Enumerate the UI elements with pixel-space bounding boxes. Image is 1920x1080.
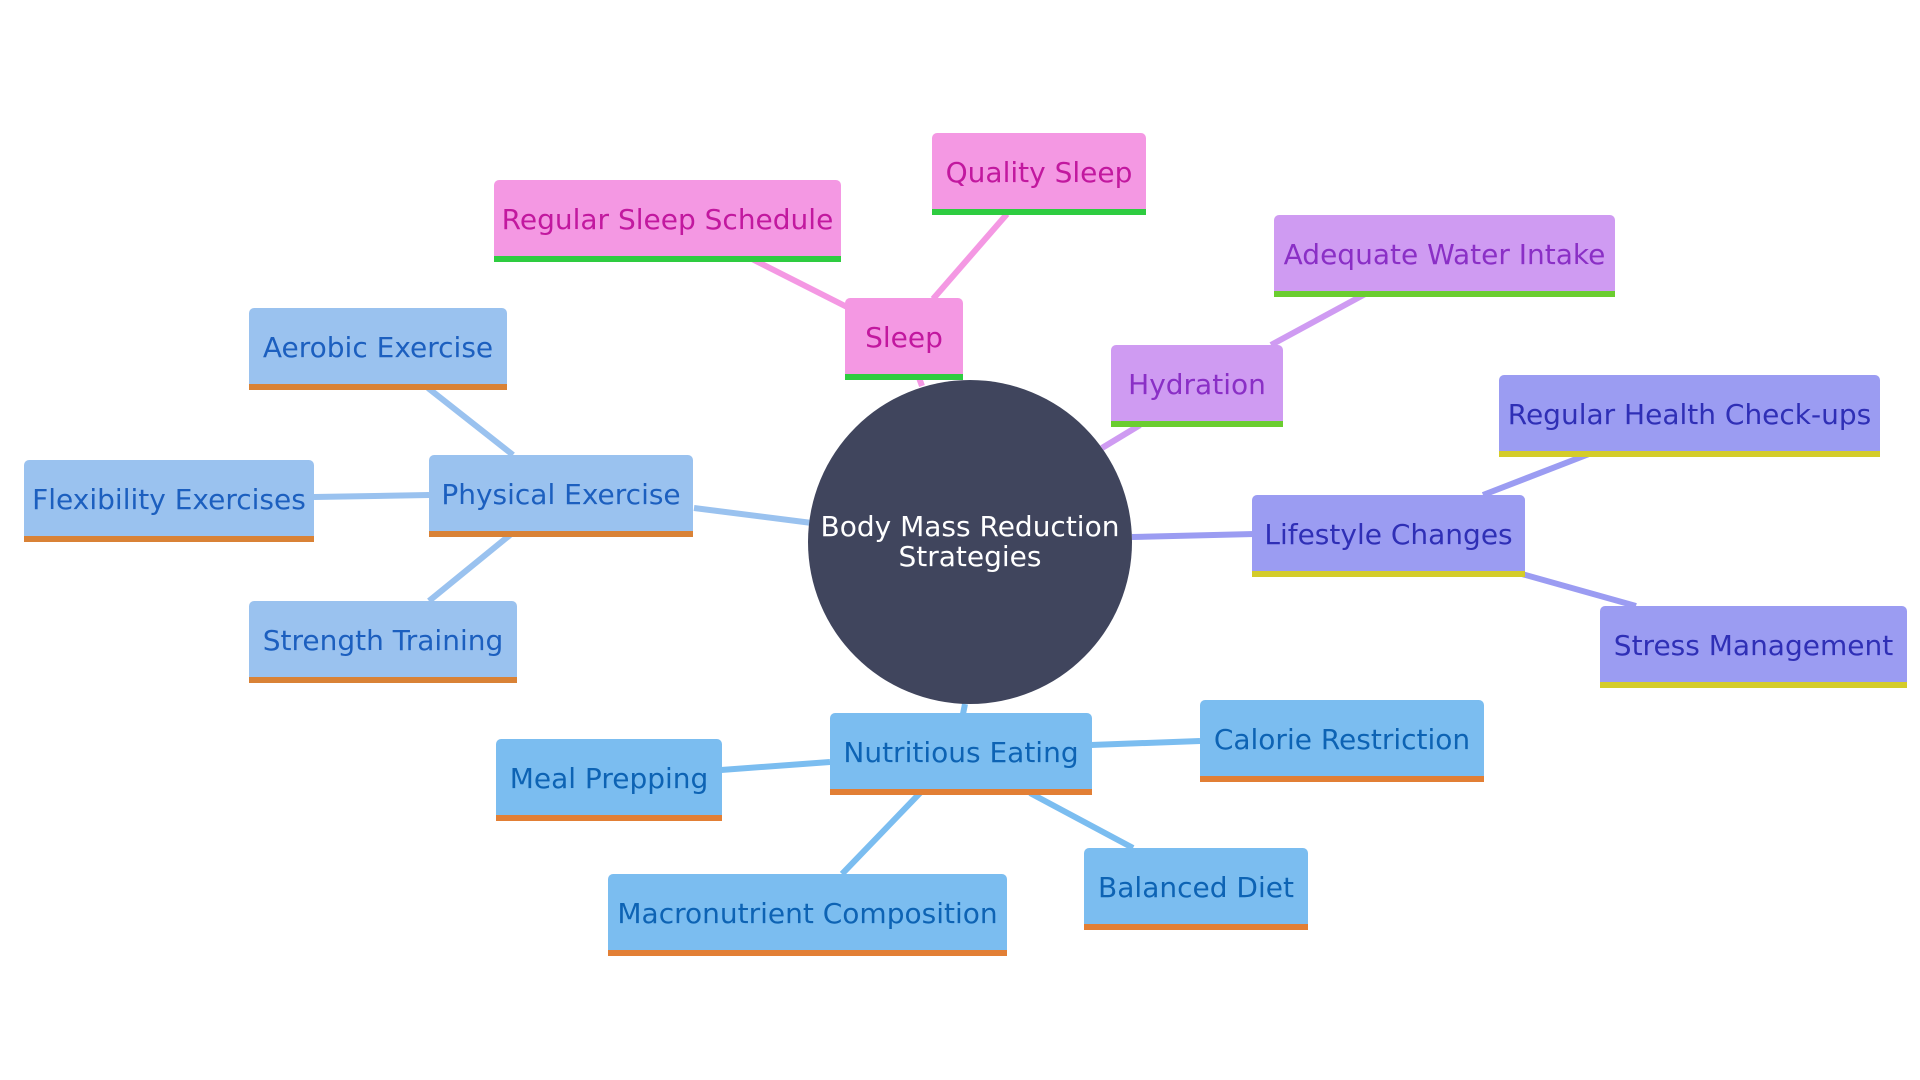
- node-quality-sleep[interactable]: Quality Sleep: [932, 133, 1146, 215]
- link-center-lifestyle: [1131, 531, 1255, 540]
- branch-lifestyle-changes[interactable]: Lifestyle Changes: [1252, 495, 1525, 577]
- link-center-physical: [693, 505, 813, 526]
- central-topic-line-2: Strategies: [898, 540, 1042, 573]
- branch-hydration[interactable]: Hydration: [1111, 345, 1283, 427]
- link-lifestyle-stress: [1521, 571, 1637, 609]
- node-adequate-water-intake[interactable]: Adequate Water Intake: [1274, 215, 1615, 297]
- node-balanced-diet[interactable]: Balanced Diet: [1084, 848, 1308, 930]
- node-meal-prepping[interactable]: Meal Prepping: [496, 739, 722, 821]
- node-aerobic-exercise[interactable]: Aerobic Exercise: [249, 308, 507, 390]
- branch-physical-exercise[interactable]: Physical Exercise: [429, 455, 693, 537]
- link-physical-flexibility: [313, 492, 430, 500]
- link-nutrition-meal-prep: [720, 759, 831, 773]
- node-strength-training[interactable]: Strength Training: [249, 601, 517, 683]
- central-topic: Body Mass Reduction Strategies: [808, 380, 1132, 704]
- node-regular-sleep-schedule[interactable]: Regular Sleep Schedule: [494, 180, 841, 262]
- node-macronutrient-composition[interactable]: Macronutrient Composition: [608, 874, 1007, 956]
- link-nutrition-balanced: [1028, 790, 1135, 851]
- central-topic-line-1: Body Mass Reduction: [820, 510, 1120, 543]
- link-nutrition-macro: [839, 790, 923, 877]
- node-calorie-restriction[interactable]: Calorie Restriction: [1200, 700, 1484, 782]
- link-center-nutrition: [960, 703, 968, 715]
- node-flexibility-exercises[interactable]: Flexibility Exercises: [24, 460, 314, 542]
- branch-nutritious-eating[interactable]: Nutritious Eating: [830, 713, 1092, 795]
- link-sleep-quality: [930, 212, 1010, 301]
- branch-sleep[interactable]: Sleep: [845, 298, 963, 380]
- link-center-hydration: [1100, 422, 1142, 451]
- link-physical-aerobic: [426, 385, 515, 458]
- node-regular-health-checkups[interactable]: Regular Health Check-ups: [1499, 375, 1880, 457]
- link-nutrition-calorie: [1090, 738, 1201, 748]
- link-physical-strength: [427, 532, 512, 604]
- link-lifestyle-checkups: [1481, 451, 1591, 498]
- link-sleep-regular-schedule: [750, 256, 849, 310]
- node-stress-management[interactable]: Stress Management: [1600, 606, 1907, 688]
- link-hydration-water: [1269, 290, 1369, 348]
